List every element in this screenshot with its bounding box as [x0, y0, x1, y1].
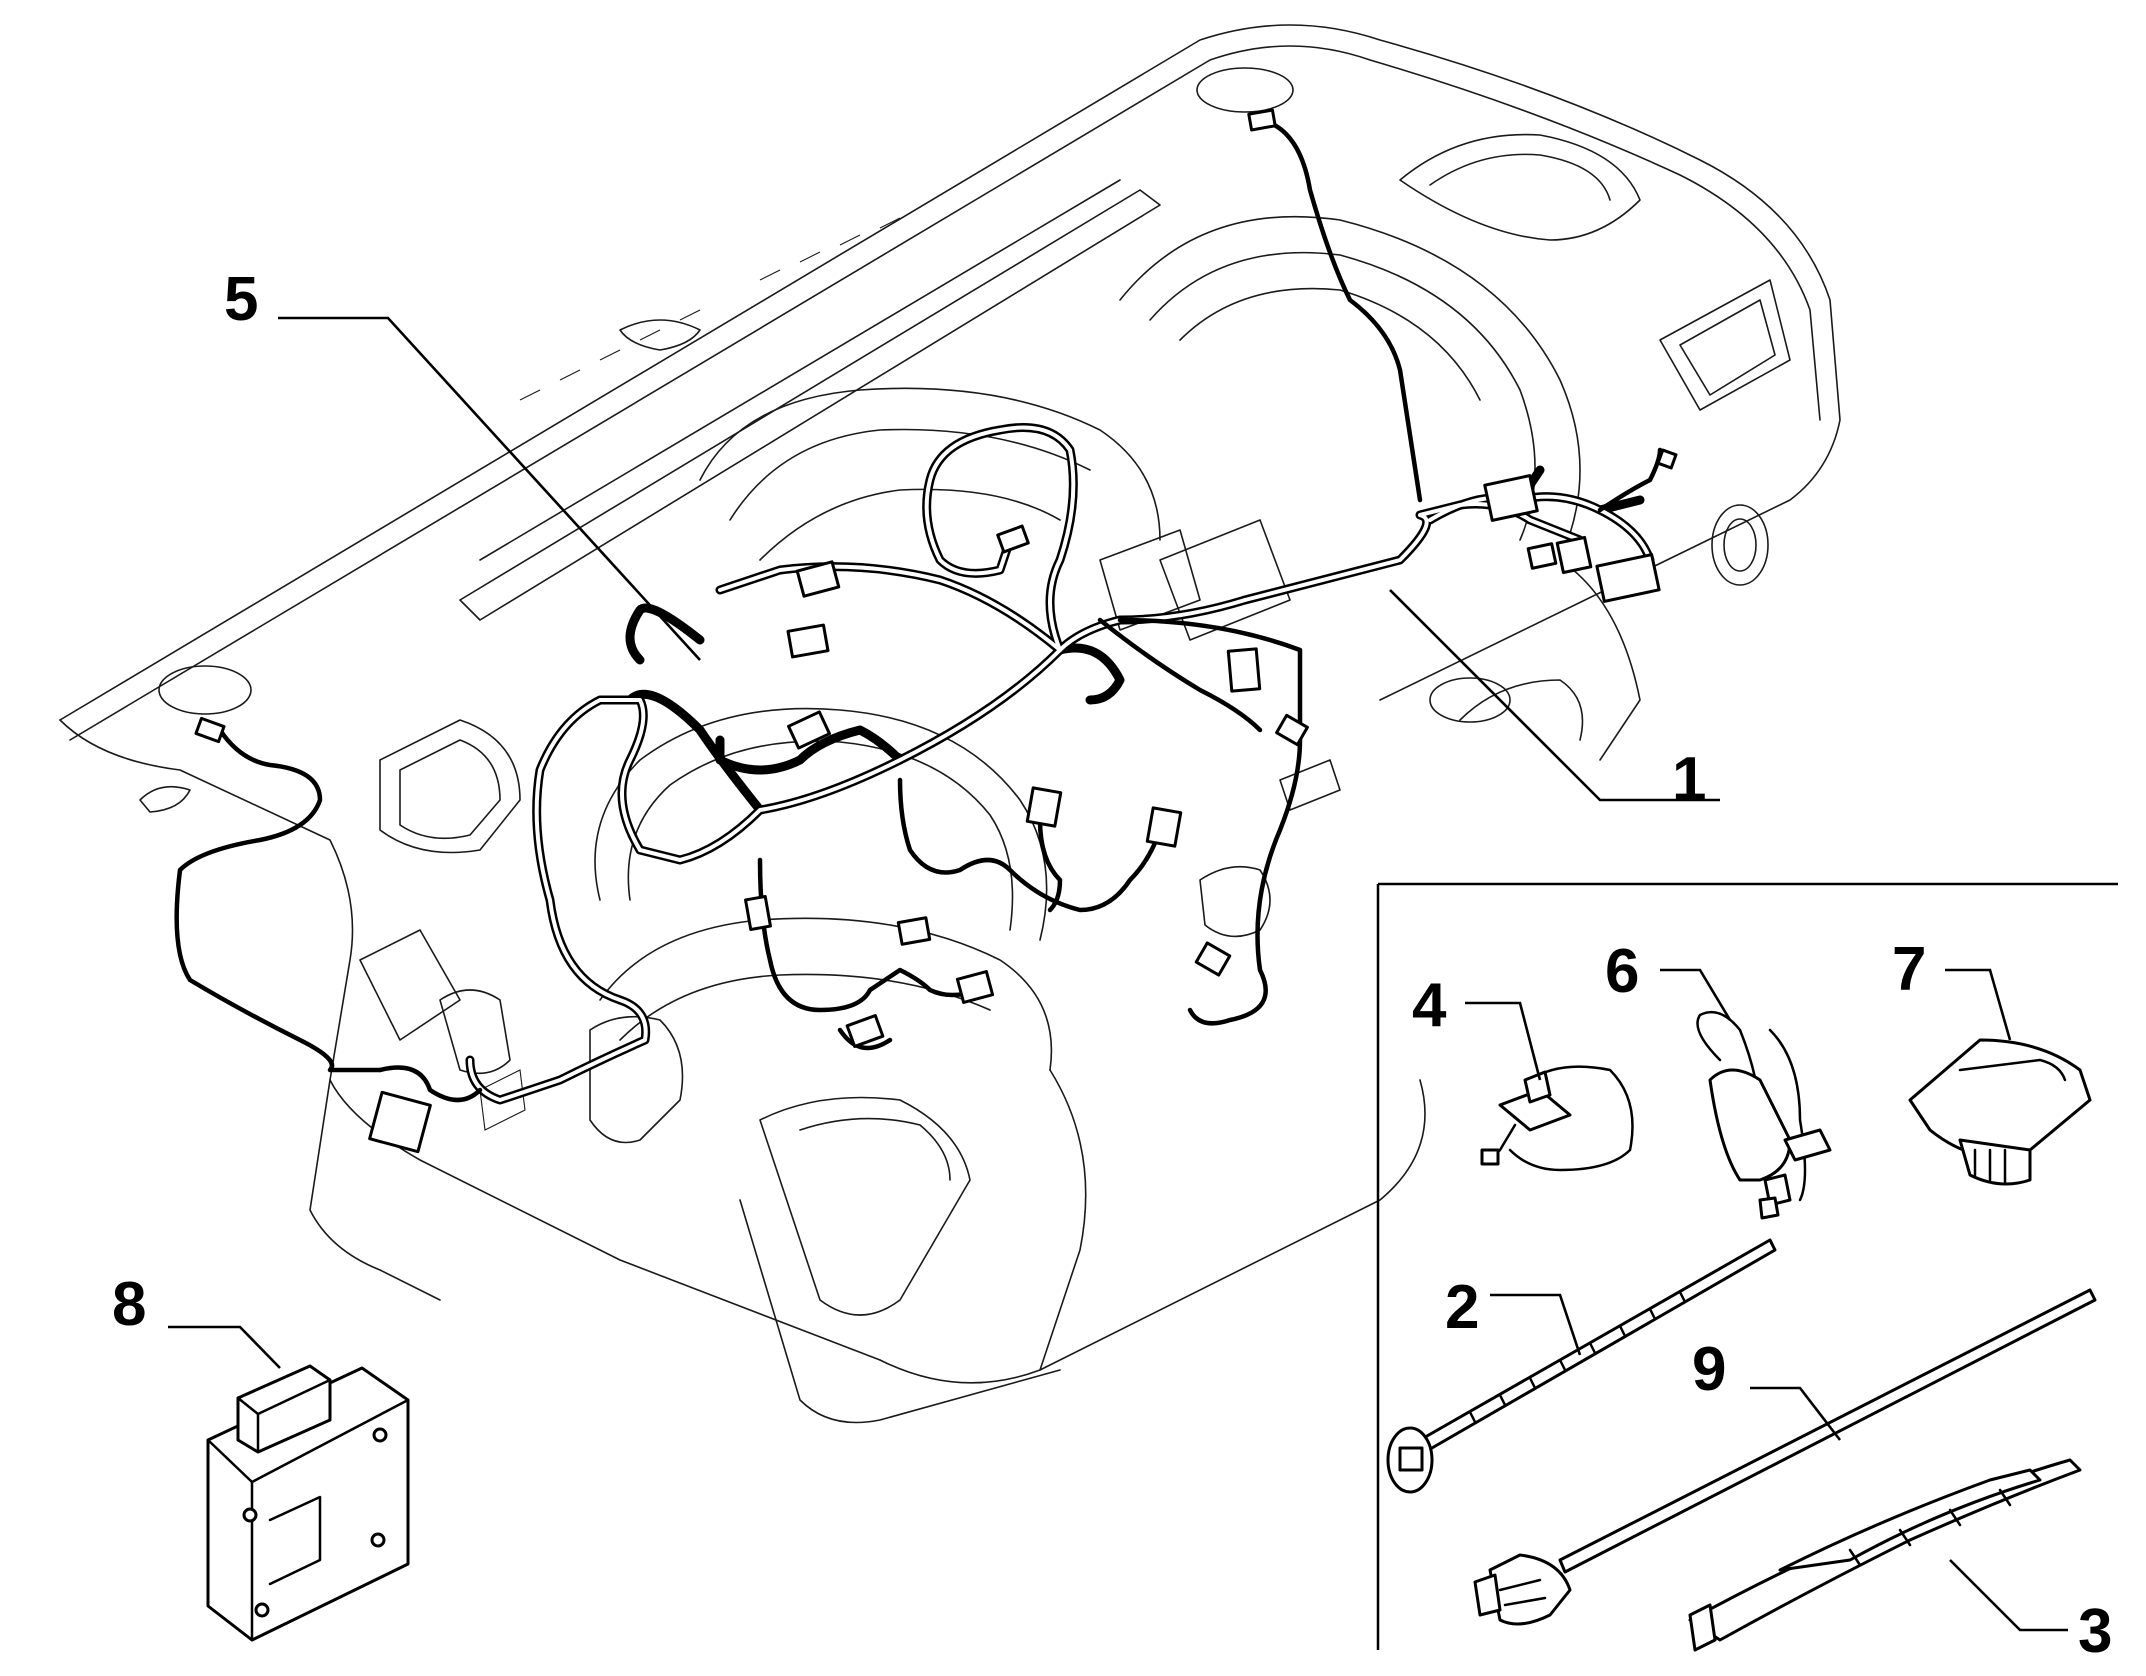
- callout-3: 3: [2078, 1597, 2112, 1666]
- callout-1: 1: [1672, 745, 1706, 814]
- dashboard-outline: [59, 24, 1841, 1424]
- part-4-clamp: [1480, 1065, 1634, 1172]
- callout-4: 4: [1412, 971, 1447, 1040]
- part-2-cable-tie: [1386, 1238, 1777, 1494]
- callout-6: 6: [1605, 937, 1639, 1006]
- callouts: 1 2 3 4 5 6 7 8 9: [112, 265, 2112, 1666]
- part-8-module: [206, 1364, 410, 1642]
- callout-9: 9: [1692, 1335, 1726, 1404]
- leader-lines: [168, 316, 2068, 1632]
- callout-5: 5: [224, 265, 258, 334]
- main-wiring-harness: [174, 117, 1663, 1105]
- part-9-cable-tie: [1473, 1288, 2097, 1626]
- callout-7: 7: [1892, 935, 1926, 1004]
- harness-connectors: [194, 108, 1678, 1154]
- part-3-strap: [1688, 1458, 2082, 1652]
- callout-2: 2: [1445, 1273, 1479, 1342]
- callout-8: 8: [112, 1270, 146, 1339]
- part-7-clip: [1908, 1038, 2092, 1186]
- inset-frame: [1376, 882, 2118, 1650]
- part-6-tie-anchor: [1696, 1010, 1832, 1220]
